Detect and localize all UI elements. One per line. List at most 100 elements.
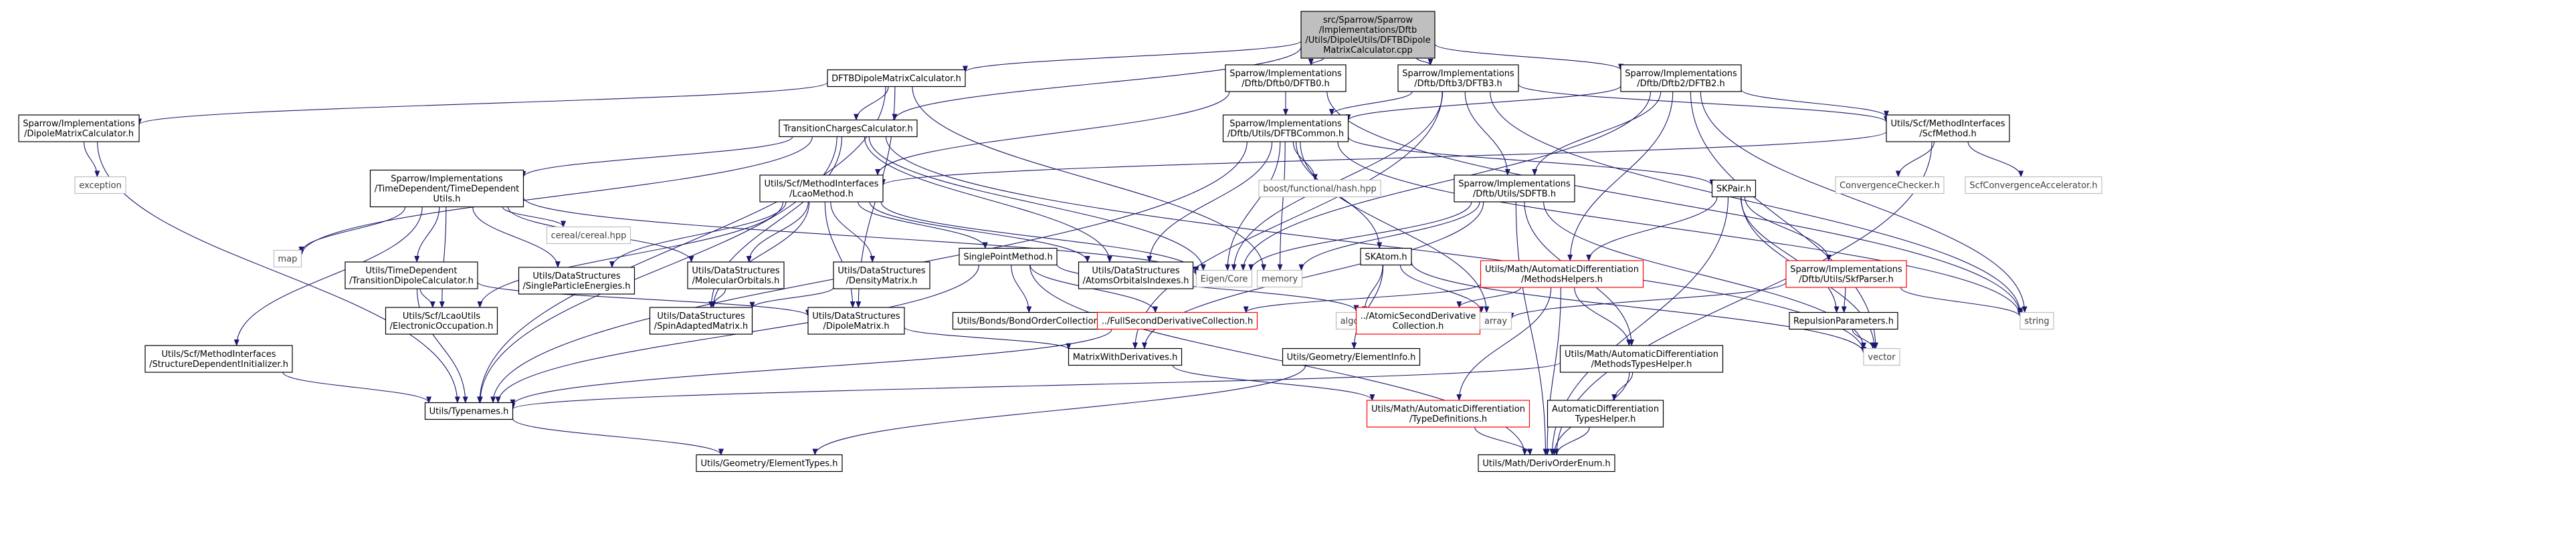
node-array: array <box>1479 311 1512 330</box>
node-matrixderiv[interactable]: MatrixWithDerivatives.h <box>1068 348 1183 366</box>
node-dftbcommon[interactable]: Sparrow/Implementations/Dftb/Utils/DFTBC… <box>1222 114 1349 142</box>
edge-lcao-to-atomsorbital <box>869 201 1090 263</box>
node-dftb3[interactable]: Sparrow/Implementations/Dftb/Dftb3/DFTB3… <box>1397 64 1519 92</box>
node-label: TypesHelper.h <box>1575 414 1636 424</box>
node-box <box>424 402 514 420</box>
node-box <box>1547 400 1664 428</box>
node-label: /SpinAdaptedMatrix.h <box>654 321 749 331</box>
node-fullsecond[interactable]: ../FullSecondDerivativeCollection.h <box>1096 311 1258 330</box>
edge-dftbcommon-to-memory <box>1277 141 1286 271</box>
node-dipolecalc[interactable]: Sparrow/Implementations/DipoleMatrixCalc… <box>18 114 140 142</box>
node-label: /MethodsTypesHelper.h <box>1591 360 1692 370</box>
edge-skpair-to-repulsion <box>1740 196 1840 313</box>
node-root[interactable]: src/Sparrow/Sparrow/Implementations/Dftb… <box>1300 11 1435 59</box>
node-sdftb[interactable]: Sparrow/Implementations/Dftb/Utils/SDFTB… <box>1454 174 1575 203</box>
node-repulsion[interactable]: RepulsionParameters.h <box>1789 311 1898 330</box>
node-box <box>1078 261 1194 289</box>
node-typenames[interactable]: Utils/Typenames.h <box>424 402 514 420</box>
node-label: Sparrow/Implementations <box>1402 69 1514 79</box>
node-memory: memory <box>1256 269 1303 288</box>
edge-tdutils-to-map <box>298 207 406 253</box>
edge-sdftb-to-eigencore <box>1248 201 1472 271</box>
node-label: exception <box>79 181 122 191</box>
node-box <box>1785 260 1907 288</box>
edge-structinit-to-typenames <box>282 372 432 404</box>
node-label: /MethodsHelpers.h <box>1521 275 1603 285</box>
node-box <box>1479 311 1512 330</box>
edge-autodiffhelpers-to-fullsecond <box>1243 283 1482 313</box>
edge-skatom-to-array <box>1399 265 1484 313</box>
edge-tdutils-to-cereal <box>502 207 567 228</box>
edge-methodstypes-to-typenames <box>510 362 1561 410</box>
node-typedefs[interactable]: Utils/Math/AutomaticDifferentiation/Type… <box>1366 400 1530 428</box>
node-lcao[interactable]: Utils/Scf/MethodInterfaces/LcaoMethod.h <box>759 174 884 203</box>
node-label: ConvergenceChecker.h <box>1840 181 1940 191</box>
node-structinit[interactable]: Utils/Scf/MethodInterfaces/StructureDepe… <box>144 345 293 373</box>
node-spinadapted[interactable]: Utils/DataStructures/SpinAdaptedMatrix.h <box>649 307 753 335</box>
node-molorbitals[interactable]: Utils/DataStructures/MolecularOrbitals.h <box>687 261 785 289</box>
node-tdutils[interactable]: Sparrow/Implementations/TimeDependent/Ti… <box>369 169 524 208</box>
node-vector: vector <box>1863 348 1900 366</box>
node-singleparticle[interactable]: Utils/DataStructures/SingleParticleEnerg… <box>518 267 635 295</box>
node-densitymatrix[interactable]: Utils/DataStructures/DensityMatrix.h <box>833 261 930 289</box>
node-box <box>1965 176 2102 194</box>
node-label: Collection.h <box>1393 321 1444 331</box>
edge-tcc-to-tdutils <box>520 136 793 178</box>
node-box <box>1454 174 1575 203</box>
edge-skfparser-to-string <box>1900 287 2023 317</box>
node-label: Sparrow/Implementations <box>23 119 135 129</box>
node-derivorder[interactable]: Utils/Math/DerivOrderEnum.h <box>1478 454 1615 473</box>
node-label: /Implementations/Dftb <box>1319 25 1417 35</box>
node-autodiffhelpers[interactable]: Utils/Math/AutomaticDifferentiation/Meth… <box>1480 260 1644 288</box>
node-tcc[interactable]: TransitionChargesCalculator.h <box>779 119 918 138</box>
edge-lcao-to-dipolematrix <box>824 201 856 308</box>
edge-skpair-to-autodiffhelpers <box>1586 196 1718 261</box>
node-methodstypes[interactable]: Utils/Math/AutomaticDifferentiation/Meth… <box>1559 345 1724 373</box>
node-skfparser[interactable]: Sparrow/Implementations/Dftb/Utils/SkfPa… <box>1785 260 1907 288</box>
node-elementinfo[interactable]: Utils/Geometry/ElementInfo.h <box>1282 348 1421 366</box>
node-dipolematrix[interactable]: Utils/DataStructures/DipoleMatrix.h <box>807 307 905 335</box>
edge-lcao-to-molorbitals <box>746 201 809 263</box>
node-elecocc[interactable]: Utils/Scf/LcaoUtils/ElectronicOccupation… <box>385 307 498 335</box>
node-label: src/Sparrow/Sparrow <box>1323 15 1413 25</box>
node-scfmethod[interactable]: Utils/Scf/MethodInterfaces/ScfMethod.h <box>1886 114 2010 142</box>
node-exception: exception <box>74 176 126 194</box>
node-singlepoint[interactable]: SinglePointMethod.h <box>959 247 1058 266</box>
node-dftb0[interactable]: Sparrow/Implementations/Dftb/Dftb0/DFTB0… <box>1225 64 1347 92</box>
node-skatom[interactable]: SKAtom.h <box>1360 247 1412 266</box>
node-tddipole[interactable]: Utils/TimeDependent/TransitionDipoleCalc… <box>344 261 478 289</box>
node-label: vector <box>1868 353 1896 363</box>
edge-skfparser-to-array <box>1508 281 1787 319</box>
node-label: Utils/Bonds/BondOrderCollection.h <box>957 317 1108 327</box>
node-bondorder[interactable]: Utils/Bonds/BondOrderCollection.h <box>952 311 1112 330</box>
node-box <box>18 114 140 142</box>
node-label: /ElectronicOccupation.h <box>390 321 494 331</box>
edge-dftbcommon-to-skpair <box>1347 136 1715 186</box>
edge-dftbdipole-to-memory <box>912 86 1267 271</box>
edge-tddipole-to-dipolematrix <box>477 281 811 317</box>
node-elementtypes[interactable]: Utils/Geometry/ElementTypes.h <box>696 454 843 473</box>
node-label: Sparrow/Implementations <box>1790 265 1902 275</box>
node-eigencore: Eigen/Core <box>1195 269 1253 288</box>
node-box <box>273 249 302 268</box>
node-dftb2[interactable]: Sparrow/Implementations/Dftb/Dftb2/DFTB2… <box>1620 64 1742 92</box>
node-label: RepulsionParameters.h <box>1793 317 1894 327</box>
edge-dftbcommon-to-atomsorbital <box>1147 141 1273 263</box>
node-label: SKAtom.h <box>1365 253 1407 263</box>
node-label: Sparrow/Implementations <box>1229 69 1342 79</box>
node-label: /Dftb/Dftb2/DFTB2.h <box>1637 79 1725 89</box>
node-label: /DipoleMatrixCalculator.h <box>24 129 134 139</box>
edge-tcc-to-atomsorbital <box>864 136 1112 263</box>
node-skpair[interactable]: SKPair.h <box>1711 179 1757 198</box>
node-box <box>1222 114 1349 142</box>
edge-dftb0-to-string <box>1326 91 2023 316</box>
node-dftbdipole[interactable]: DFTBDipoleMatrixCalculator.h <box>827 69 966 88</box>
node-box <box>759 174 884 203</box>
node-box <box>696 454 843 473</box>
node-atomsorbital[interactable]: Utils/DataStructures/AtomsOrbitalsIndexe… <box>1078 261 1194 289</box>
edge-dftbcommon-to-array <box>1300 141 1490 313</box>
edge-tcc-to-map <box>298 136 813 257</box>
edge-skpair-to-skfparser <box>1744 196 1831 261</box>
